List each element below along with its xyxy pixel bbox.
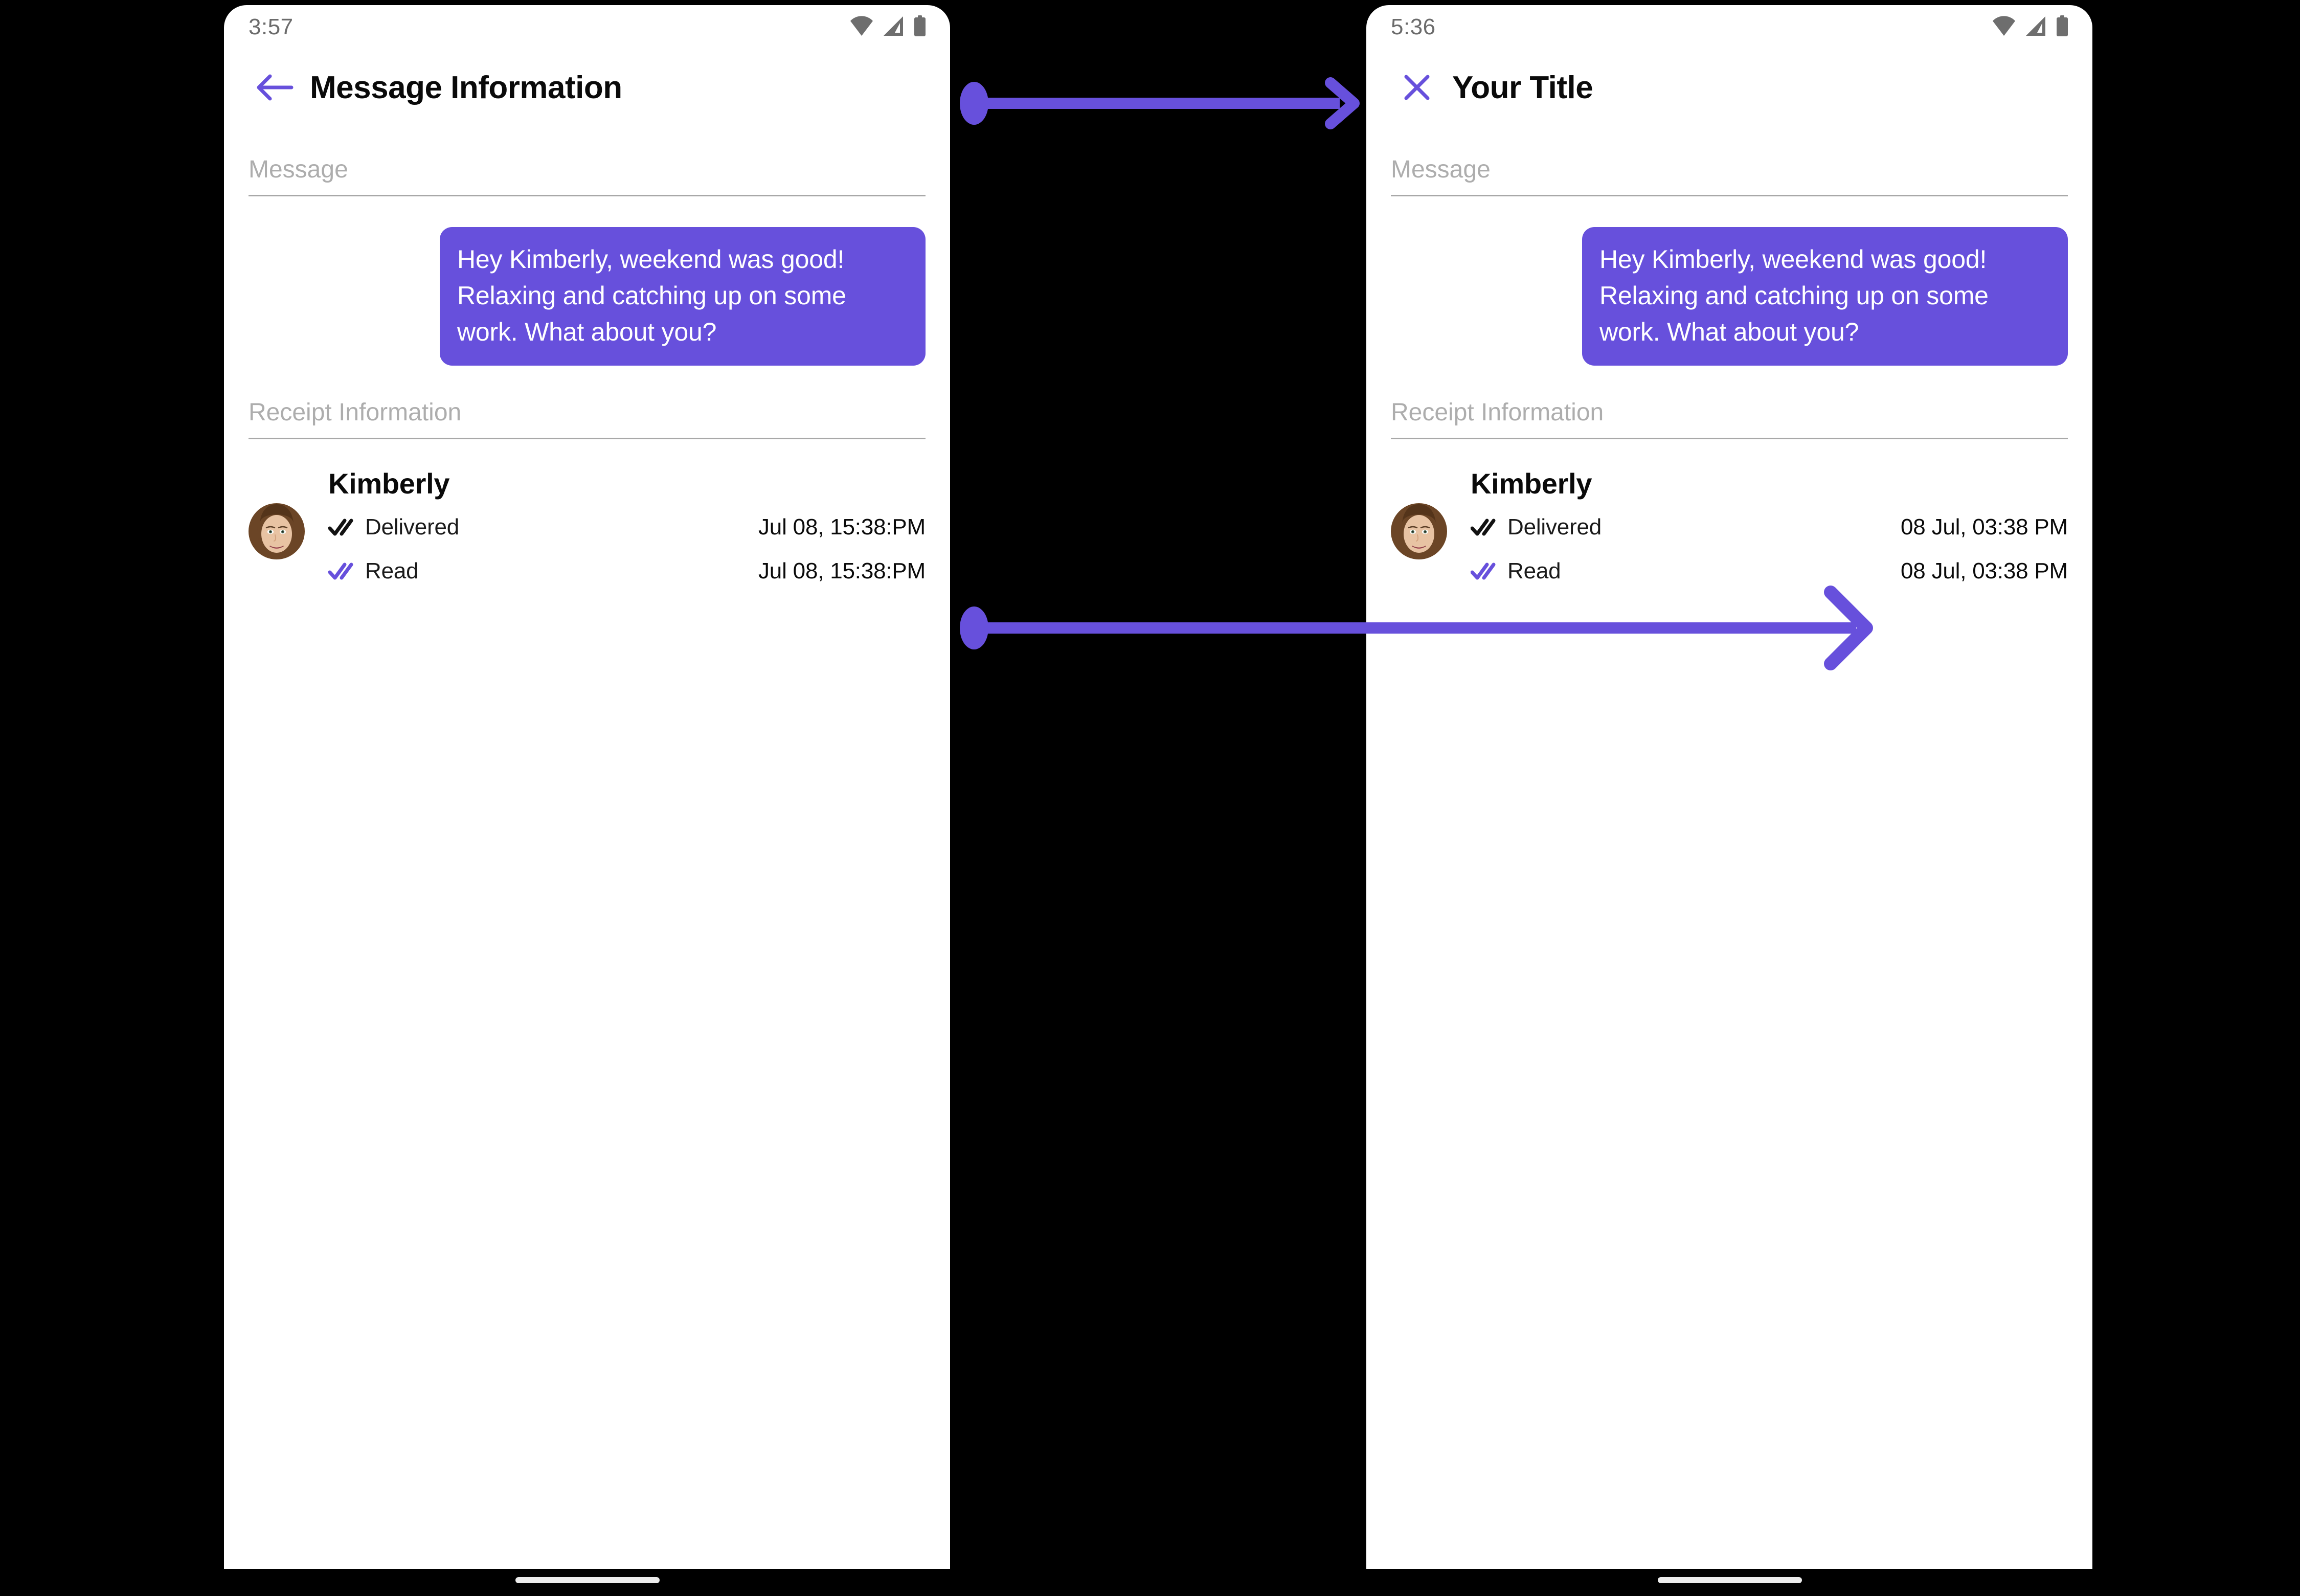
section-divider bbox=[249, 438, 926, 439]
section-divider bbox=[249, 195, 926, 196]
annotation-arrow-title bbox=[960, 77, 1360, 129]
message-bubble-row: Hey Kimberly, weekend was good! Relaxing… bbox=[224, 196, 950, 366]
status-bar: 3:57 bbox=[224, 5, 950, 49]
avatar bbox=[249, 503, 305, 559]
receipt-status-label: Delivered bbox=[365, 514, 460, 540]
back-button[interactable] bbox=[246, 59, 303, 116]
receipt-status-label: Read bbox=[365, 558, 419, 583]
double-check-icon bbox=[328, 517, 365, 537]
receipt-timestamp: 08 Jul, 03:38 PM bbox=[1901, 514, 2068, 540]
status-bar-clock: 3:57 bbox=[249, 14, 294, 39]
status-bar-clock: 5:36 bbox=[1391, 14, 1436, 39]
message-bubble[interactable]: Hey Kimberly, weekend was good! Relaxing… bbox=[1582, 227, 2068, 366]
status-bar-icons bbox=[1992, 15, 2069, 39]
close-button[interactable] bbox=[1389, 59, 1445, 116]
contact-avatar-photo bbox=[1391, 503, 1447, 559]
message-section-after: Message Hey Kimberly, weekend was good! … bbox=[1366, 155, 2092, 366]
close-x-icon bbox=[1404, 75, 1430, 100]
receipt-rows: Delivered Jul 08, 15:38:PM Read Jul 08, … bbox=[249, 503, 926, 593]
message-bubble-row: Hey Kimberly, weekend was good! Relaxing… bbox=[1366, 196, 2092, 366]
receipt-timestamp: Jul 08, 15:38:PM bbox=[758, 514, 926, 540]
receipt-section-label: Receipt Information bbox=[249, 399, 462, 426]
receipt-status-label: Delivered bbox=[1507, 514, 1602, 540]
receipt-row-read: Read Jul 08, 15:38:PM bbox=[328, 549, 926, 593]
avatar bbox=[1391, 503, 1447, 559]
page-title: Message Information bbox=[310, 70, 622, 105]
contact-name: Kimberly bbox=[1471, 467, 1592, 500]
message-section-label: Message bbox=[1391, 156, 1491, 183]
receipt-section-label: Receipt Information bbox=[1391, 399, 1604, 426]
receipt-timestamp: 08 Jul, 03:38 PM bbox=[1901, 558, 2068, 583]
double-check-icon bbox=[328, 561, 365, 581]
receipt-status-label: Read bbox=[1507, 558, 1561, 583]
back-arrow-icon bbox=[257, 74, 294, 101]
receipt-body: Kimberly bbox=[224, 439, 950, 593]
message-bubble[interactable]: Hey Kimberly, weekend was good! Relaxing… bbox=[440, 227, 926, 366]
section-divider bbox=[1391, 195, 2068, 196]
signal-icon bbox=[883, 16, 904, 39]
page-title: Your Title bbox=[1452, 70, 1593, 105]
receipt-row-delivered: Delivered Jul 08, 15:38:PM bbox=[328, 505, 926, 549]
app-bar-after: Your Title bbox=[1366, 49, 2092, 126]
status-bar-icons bbox=[850, 15, 927, 39]
home-indicator-left bbox=[515, 1577, 660, 1583]
receipt-timestamp: Jul 08, 15:38:PM bbox=[758, 558, 926, 583]
message-section-before: Message Hey Kimberly, weekend was good! … bbox=[224, 155, 950, 366]
receipt-row-read: Read 08 Jul, 03:38 PM bbox=[1471, 549, 2068, 593]
receipt-section-after: Receipt Information Kimberly bbox=[1366, 398, 2092, 593]
home-indicator-right bbox=[1658, 1577, 1802, 1583]
status-bar: 5:36 bbox=[1366, 5, 2092, 49]
phone-screen-after: 5:36 Your Title Messag bbox=[1366, 5, 2092, 1569]
wifi-icon bbox=[1992, 15, 2016, 39]
contact-avatar-photo bbox=[249, 503, 305, 559]
signal-icon bbox=[2025, 16, 2046, 39]
double-check-icon bbox=[1471, 561, 1507, 581]
app-bar-before: Message Information bbox=[224, 49, 950, 126]
battery-icon bbox=[2056, 15, 2069, 39]
wifi-icon bbox=[850, 15, 873, 39]
double-check-icon bbox=[1471, 517, 1507, 537]
receipt-rows: Delivered 08 Jul, 03:38 PM Read 08 Jul, … bbox=[1391, 503, 2068, 593]
message-section-label: Message bbox=[249, 156, 348, 183]
contact-name: Kimberly bbox=[328, 467, 450, 500]
battery-icon bbox=[913, 15, 927, 39]
phone-screen-before: 3:57 Message Information bbox=[224, 5, 950, 1569]
receipt-section-before: Receipt Information Kimberly bbox=[224, 398, 950, 593]
section-divider bbox=[1391, 438, 2068, 439]
receipt-body: Kimberly bbox=[1366, 439, 2092, 593]
receipt-row-delivered: Delivered 08 Jul, 03:38 PM bbox=[1471, 505, 2068, 549]
